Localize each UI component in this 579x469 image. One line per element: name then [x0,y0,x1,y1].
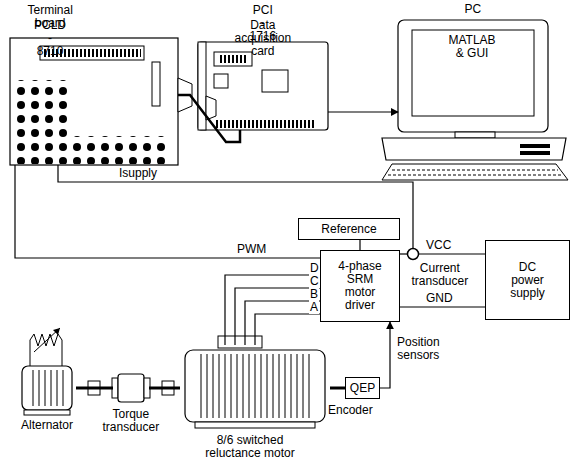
node-text: Torque transducer [103,408,160,434]
alternator: Alternator [18,362,76,414]
torque-transducer: Torque transducer [113,372,149,404]
terminal-board: Terminal boardPCLD - 8710 [10,38,178,165]
edge-label: PWM [236,243,267,256]
node-text: DC power supply [510,261,545,300]
connector [400,253,407,254]
power-supply-box: DC power supply [485,240,570,320]
acquisition-card: PCI - 1716Data acquisition card [198,42,328,130]
torque-transducer [112,374,150,402]
alternator [22,328,72,415]
node-text: Alternator [21,419,73,432]
current-transducer: Current transducer [407,248,419,260]
connector [330,387,345,390]
connector [178,95,240,142]
switched-reluctance-motor [185,336,325,428]
connector [400,306,485,307]
computer: PCMATLAB & GUI [398,20,548,132]
node-text: Current transducer [412,262,469,288]
connector [15,165,320,258]
connector [76,387,113,390]
transducer-ring [408,249,419,260]
personal-computer [382,20,568,180]
connector [58,165,413,248]
edge-label: Position sensors [396,336,441,362]
node-text: PCLD - 8710 [34,19,66,58]
node-text: PC [465,3,482,16]
motor: 8/6 switched reluctance motor [180,345,330,430]
node-text: Data acquisition card [235,19,292,58]
edge-label: GND [425,292,454,305]
connector [225,275,320,345]
connector [328,111,398,112]
node-text: Reference [321,223,376,236]
phase-label: D [309,262,320,275]
encoder-box: QEP [345,377,380,399]
node-text: 4-phase SRM motor driver [332,260,388,312]
edge-label: VCC [425,239,452,252]
connector [149,387,180,390]
reference-box: Reference [298,218,400,240]
connector [380,322,390,388]
phase-label: A [309,301,319,314]
edge-label: Isupply [118,167,158,180]
connector [419,253,485,254]
phase-label: C [309,275,320,288]
phase-label: B [309,288,319,301]
node-text: QEP [350,382,375,395]
node-text: 8/6 switched reluctance motor [195,434,305,460]
driver-box: 4-phase SRM motor driver [320,250,400,322]
part-label: Encoder [327,404,374,417]
transducer-circle [407,248,419,260]
connector [359,240,360,250]
node-text: MATLAB & GUI [449,34,496,60]
